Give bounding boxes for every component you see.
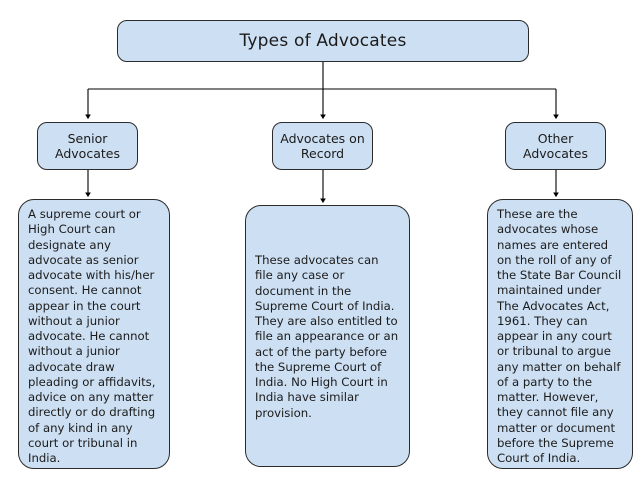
category-label-other-advocates: Other Advocates [523, 130, 588, 161]
diagram-title-node: Types of Advocates [117, 20, 529, 62]
category-node-other-advocates: Other Advocates [505, 122, 606, 170]
category-node-senior-advocates: Senior Advocates [37, 122, 138, 170]
diagram-title-label: Types of Advocates [239, 31, 407, 51]
description-text-advocates-on-record: These advocates can file any case or doc… [255, 253, 402, 420]
category-label-advocates-on-record: Advocates on Record [280, 130, 365, 161]
category-label-senior-advocates: Senior Advocates [55, 130, 120, 161]
description-node-senior-advocates: A supreme court or High Court can design… [18, 199, 170, 469]
description-node-advocates-on-record: These advocates can file any case or doc… [245, 205, 410, 467]
category-node-advocates-on-record: Advocates on Record [272, 122, 373, 170]
description-node-other-advocates: These are the advocates whose names are … [487, 199, 633, 469]
description-text-other-advocates: These are the advocates whose names are … [497, 207, 626, 466]
description-text-senior-advocates: A supreme court or High Court can design… [28, 207, 160, 466]
